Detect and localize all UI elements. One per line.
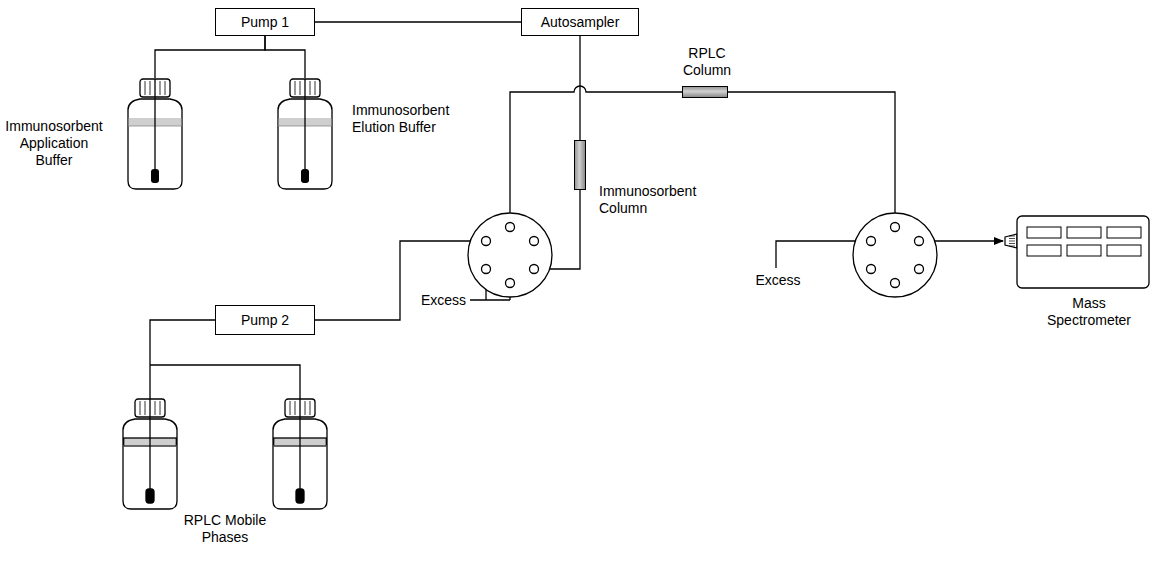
pump-box: Pump 2: [215, 305, 315, 335]
box-label: Autosampler: [541, 14, 620, 31]
component-label: Immunosorbent Elution Buffer: [352, 102, 452, 136]
component-label: Immunosorbent Column: [599, 183, 707, 217]
tubing-line: [265, 36, 305, 78]
mass-spectrometer: Mass Spectrometer: [1005, 215, 1150, 290]
rplc-column: RPLC Column: [682, 86, 728, 98]
component-label: Mass Spectrometer: [1035, 295, 1143, 329]
box-label: Pump 1: [241, 14, 289, 31]
component-label: Immunosorbent Application Buffer: [0, 118, 108, 168]
autosampler-box: Autosampler: [521, 8, 639, 36]
mass-spectrometer-shape: [1005, 215, 1150, 290]
excess-label: Excess: [410, 292, 466, 309]
component-label: RPLC Column: [679, 45, 735, 79]
bottle-shape: [270, 78, 340, 190]
immunosorbent-column: Immunosorbent Column: [574, 140, 586, 190]
bottle-shape: [120, 78, 190, 190]
tubing-line: [315, 21, 521, 22]
box-label: Pump 2: [241, 312, 289, 329]
bottle-group-label: RPLC Mobile Phases: [175, 512, 275, 546]
pump-box: Pump 1: [215, 8, 315, 36]
buffer-bottle: Immunosorbent Elution Buffer: [270, 78, 340, 190]
buffer-bottle: Immunosorbent Application Buffer: [120, 78, 190, 190]
tubing-line: [579, 36, 580, 140]
excess-label: Excess: [748, 272, 808, 289]
tubing-line: [155, 36, 265, 78]
